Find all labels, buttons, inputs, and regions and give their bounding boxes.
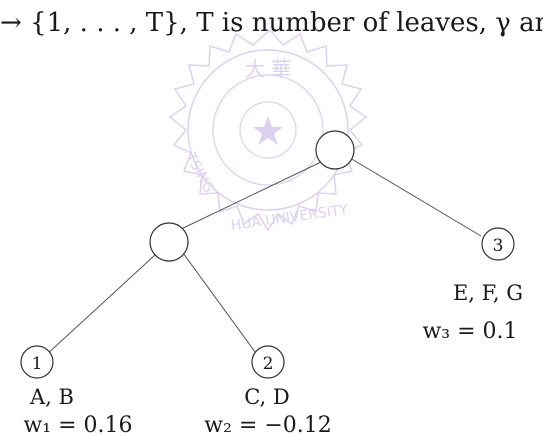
leaf-3-weight: w₃ = 0.1 — [422, 319, 517, 344]
leaf-2-weight: w₂ = −0.12 — [204, 413, 332, 436]
edge-internal-leaf1 — [44, 254, 156, 357]
leaf-node-1 — [20, 345, 54, 379]
leaf-3-members: E, F, G — [453, 281, 523, 305]
edge-root-internal — [176, 161, 322, 232]
seal-outer-circle — [187, 49, 349, 211]
seal-inner-circle — [212, 74, 324, 186]
seal-text-left: TSING — [182, 150, 217, 196]
leaf-3-index: 3 — [493, 236, 504, 256]
leaf-1-members: A, B — [29, 385, 74, 409]
leaf-2-index: 2 — [263, 354, 274, 374]
seal-zigzag-ring — [168, 28, 368, 232]
caption-text: → {1, . . . , T}, T is number of leaves,… — [0, 8, 543, 38]
leaf-node-3 — [481, 227, 515, 261]
edge-internal-leaf2 — [182, 252, 259, 357]
edge-root-leaf3 — [349, 157, 482, 237]
internal-node — [149, 222, 189, 262]
seal-text-top: 大 華 — [245, 57, 291, 81]
seal-core-circle — [239, 101, 297, 159]
root-node — [315, 130, 355, 170]
seal-star-icon — [253, 116, 283, 145]
leaf-node-2 — [251, 345, 285, 379]
leaf-1-weight: w₁ = 0.16 — [23, 413, 132, 436]
leaf-2-members: C, D — [244, 385, 290, 409]
leaf-1-index: 1 — [32, 354, 43, 374]
